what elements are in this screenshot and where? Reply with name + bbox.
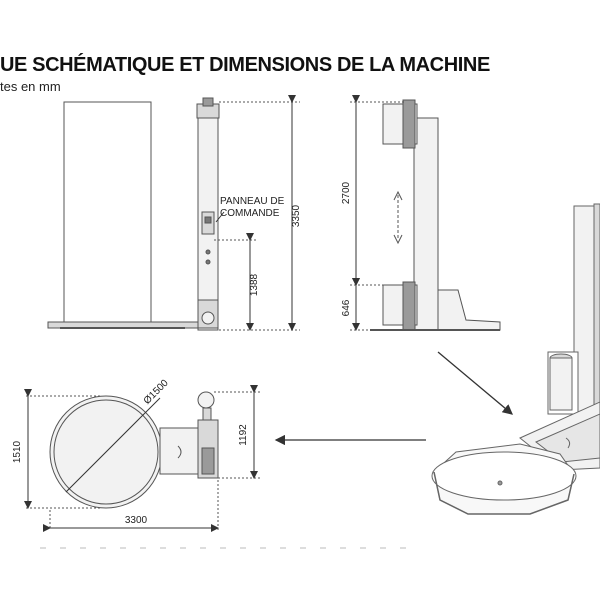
page-title: UE SCHÉMATIQUE ET DIMENSIONS DE LA MACHI… (0, 54, 490, 76)
dim-arm-depth: 1192 (238, 424, 249, 446)
top-arm (159, 427, 201, 475)
dim-total-height: 3350 (291, 204, 302, 227)
top-view (24, 385, 262, 532)
dim-depth: 1510 (12, 440, 23, 463)
load-outline (63, 101, 152, 325)
dim-panel-height: 1388 (249, 273, 260, 296)
side-view (350, 95, 501, 331)
dim-mast-height: 2700 (341, 181, 352, 204)
panel-label-1: PANNEAU DE (220, 196, 285, 207)
units-note: tes en mm (0, 79, 61, 94)
dim-base-height: 646 (341, 299, 352, 316)
perspective-view (431, 203, 600, 515)
panel-label-2: COMMANDE (220, 208, 280, 219)
side-mast (413, 117, 439, 331)
dim-turntable-diameter: Ø1500 (142, 377, 171, 406)
arrow-to-3d (437, 351, 513, 415)
dim-overall-length: 3300 (125, 515, 148, 526)
front-view (47, 95, 300, 331)
